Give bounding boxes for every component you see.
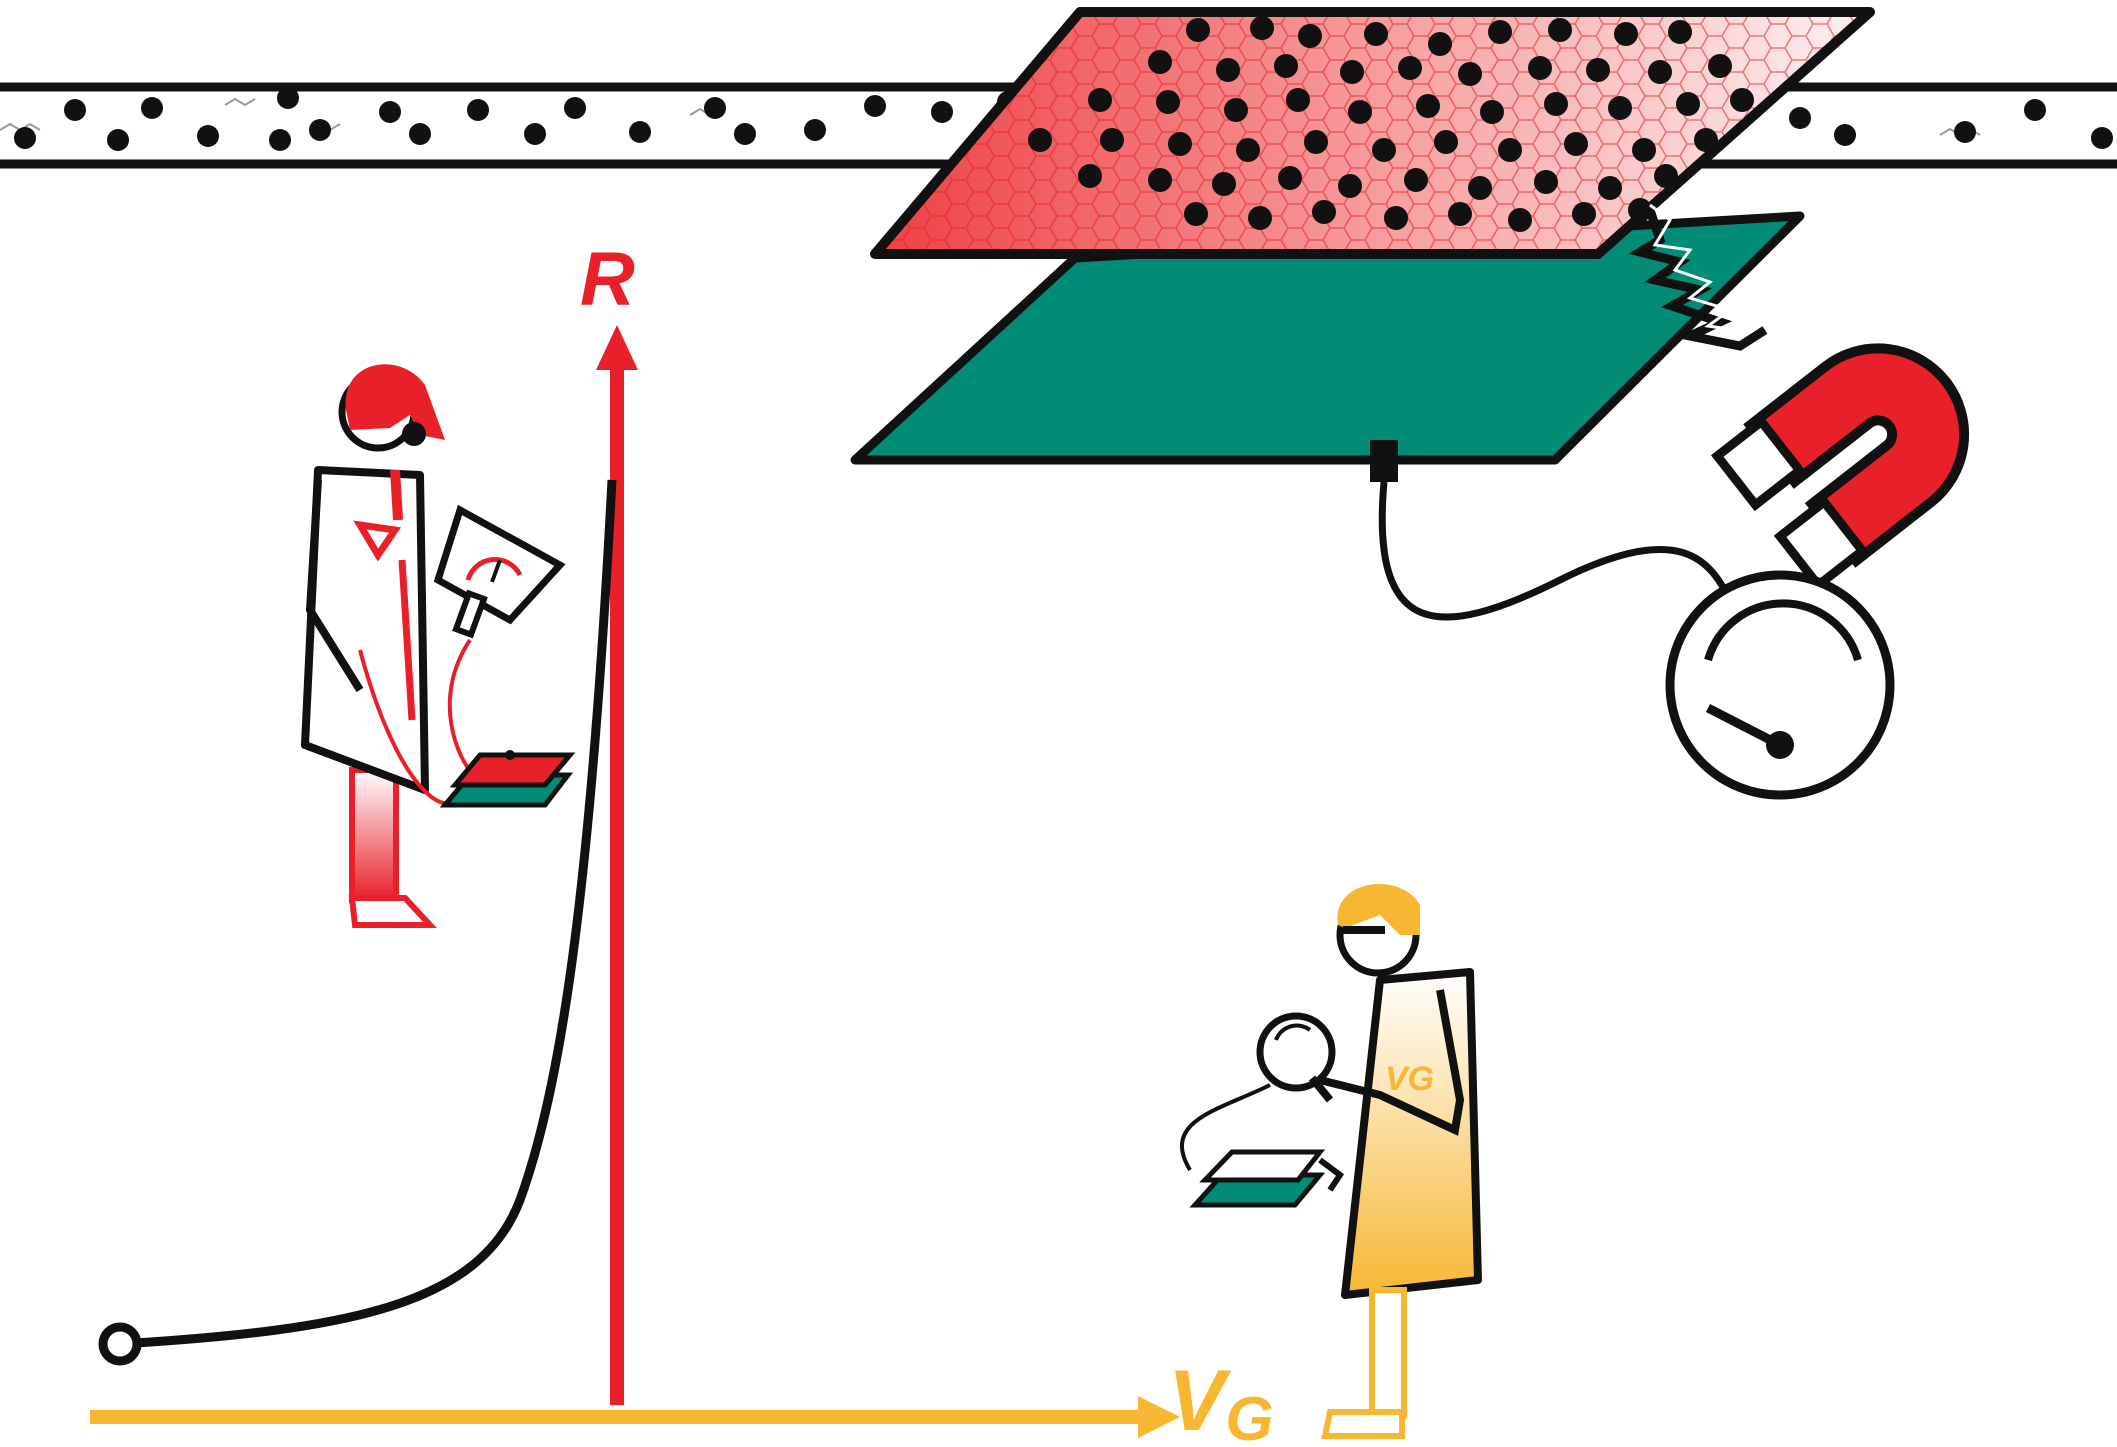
scientist-yellow-icon: VG [1182,884,1478,1436]
y-axis-label: R [580,237,635,322]
coat-badge: VG [1385,1060,1434,1098]
gauge-icon [1670,575,1890,795]
r-vs-vg-plot [90,325,1180,1438]
magnet-icon [1717,339,1968,585]
x-axis-label-sub: G [1225,1385,1273,1447]
x-axis-label-main: V [1168,1353,1232,1447]
scientist-red-icon [305,364,570,925]
plate-connector [1370,440,1398,482]
x-axis-label: VG [1168,1353,1274,1447]
